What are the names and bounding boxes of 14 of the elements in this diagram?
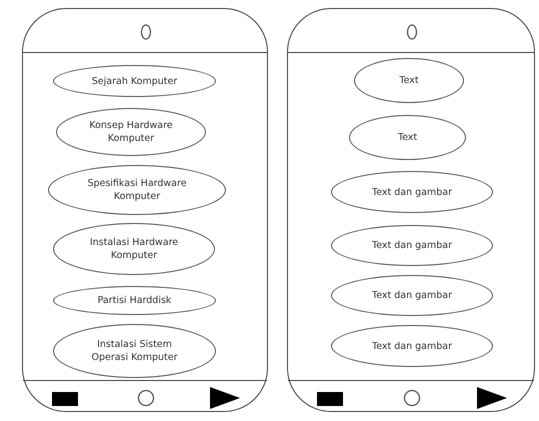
menu-oval: Text dan gambar	[331, 325, 493, 367]
menu-oval: Text dan gambar	[331, 171, 493, 213]
menu-oval: Text	[354, 58, 464, 103]
menu-oval: Text dan gambar	[331, 225, 493, 266]
phone-frame	[22, 8, 268, 412]
menu-oval: Text dan gambar	[331, 275, 493, 316]
phone-frame	[287, 8, 535, 412]
menu-oval: Text	[349, 115, 466, 160]
menu-oval: Sejarah Komputer	[53, 65, 216, 97]
menu-oval: Instalasi Hardware Komputer	[53, 223, 215, 275]
menu-oval: Konsep Hardware Komputer	[56, 108, 206, 156]
menu-oval: Instalasi Sistem Operasi Komputer	[53, 324, 216, 378]
menu-oval: Partisi Harddisk	[53, 286, 216, 315]
menu-oval: Spesifikasi Hardware Komputer	[48, 165, 226, 215]
